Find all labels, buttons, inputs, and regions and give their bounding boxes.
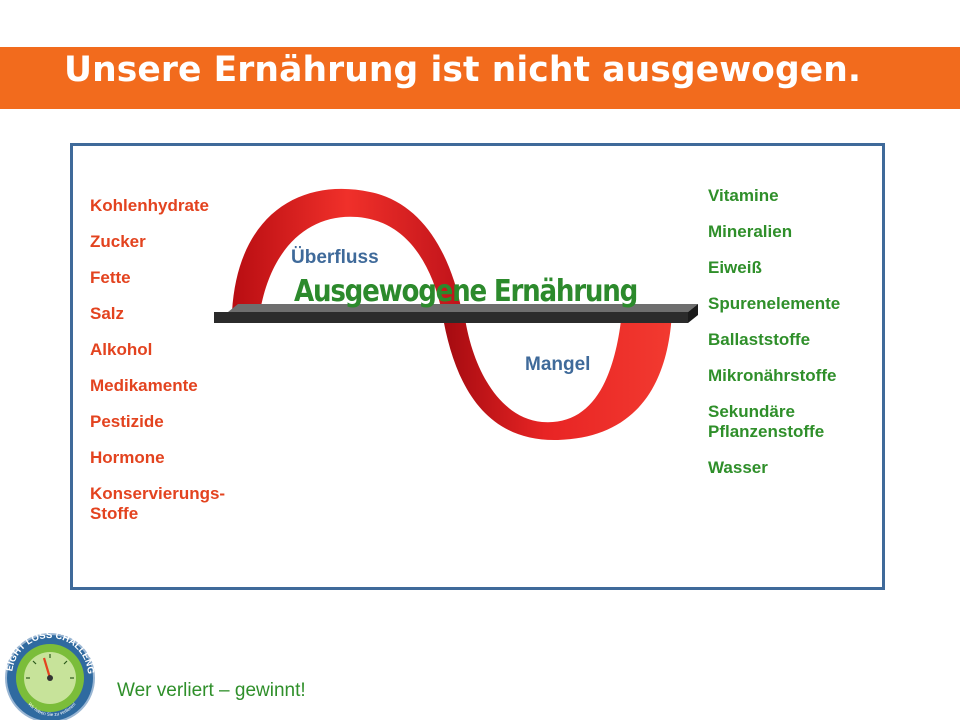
- gauge-needle: [42, 657, 52, 679]
- excess-item: Zucker: [90, 232, 146, 251]
- balance-wave-graphic: [214, 188, 698, 441]
- excess-item: Alkohol: [90, 340, 153, 359]
- deficit-item: Ballaststoffe: [708, 330, 811, 349]
- title-bar: [0, 47, 960, 109]
- weight-loss-challenge-logo: WEIGHT LOSS CHALLENGE Wir haben Sie zu v…: [0, 620, 100, 720]
- deficit-item: Sekundäre Pflanzenstoffe: [708, 402, 825, 441]
- deficit-item: Spurenelemente: [708, 294, 841, 313]
- slide-title: Unsere Ernährung ist nicht ausgewogen.: [64, 50, 862, 90]
- excess-item: Kohlenhydrate: [90, 196, 210, 215]
- deficit-label: Mangel: [525, 354, 591, 375]
- excess-arch: [232, 188, 462, 312]
- excess-item: Hormone: [90, 448, 165, 467]
- excess-item: Pestizide: [90, 412, 164, 431]
- excess-item: Konservierungs- Stoffe: [90, 484, 226, 523]
- deficit-item: Mikronährstoffe: [708, 366, 837, 385]
- balance-beam-top: [228, 304, 698, 312]
- footer-slogan: Wer verliert – gewinnt!: [117, 680, 306, 701]
- excess-item: Fette: [90, 268, 131, 287]
- excess-list: Kohlenhydrate Zucker Fette Salz Alkohol …: [90, 196, 270, 540]
- deficit-arch: [442, 312, 672, 441]
- excess-item: Medikamente: [90, 376, 198, 395]
- deficit-item: Wasser: [708, 458, 768, 477]
- deficit-item: Eiweiß: [708, 258, 762, 277]
- content-frame: [70, 143, 885, 590]
- balance-beam: [214, 312, 688, 323]
- balance-beam-end: [688, 304, 698, 323]
- deficit-item: Vitamine: [708, 186, 779, 205]
- excess-label: Überfluss: [291, 247, 379, 268]
- balanced-nutrition-label: Ausgewogene Ernährung: [294, 274, 638, 309]
- excess-item: Salz: [90, 304, 125, 323]
- deficit-list: Vitamine Mineralien Eiweiß Spurenelement…: [708, 186, 888, 494]
- deficit-item: Mineralien: [708, 222, 793, 241]
